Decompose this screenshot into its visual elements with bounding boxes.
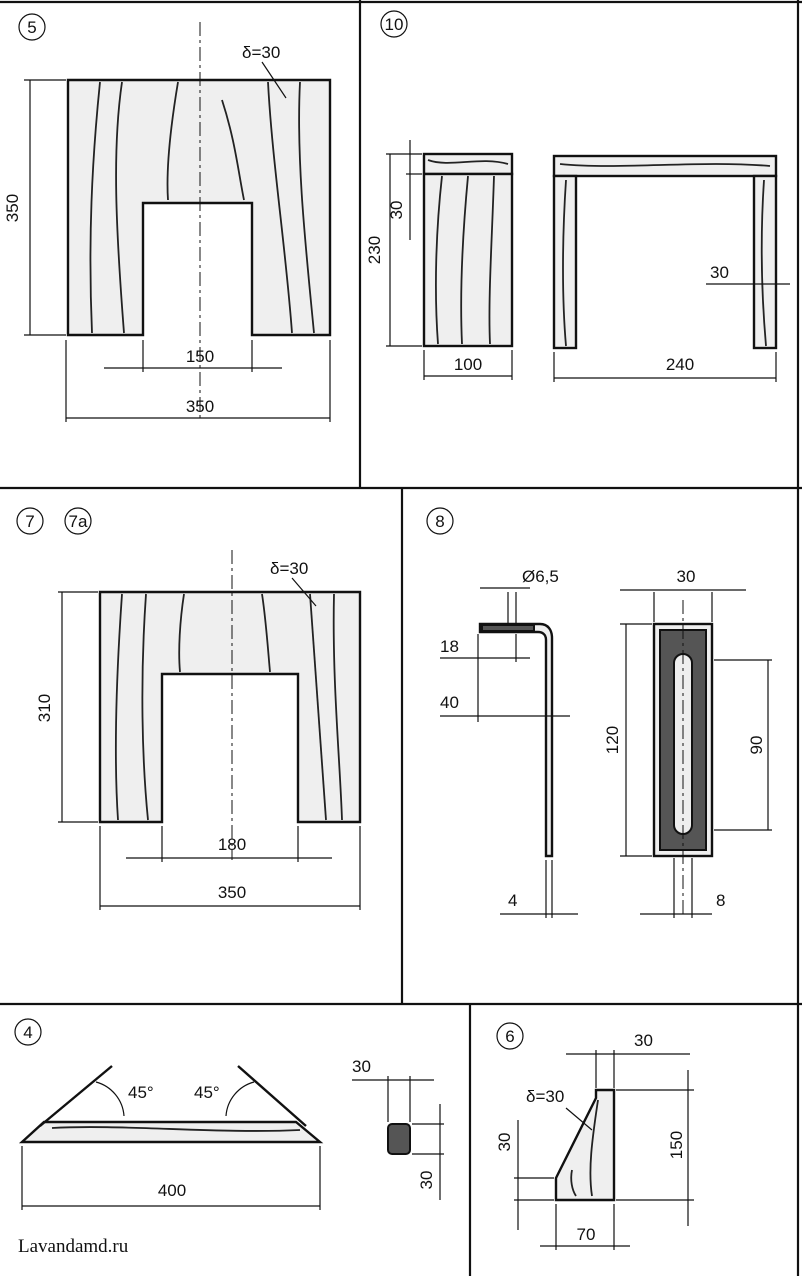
bend-label: 40 <box>440 693 459 712</box>
panel-number-circle <box>496 1022 524 1050</box>
width-label: 350 <box>186 397 214 416</box>
wood-grain <box>115 593 343 821</box>
panel-number-circle <box>380 10 408 38</box>
site-watermark: Lavandamd.ru <box>18 1236 129 1257</box>
thickness-label: δ=30 <box>242 43 280 62</box>
front-top-board <box>552 154 778 178</box>
height-label: 230 <box>365 236 384 264</box>
panel-10: 10 230 30 100 30 240 <box>365 10 790 382</box>
panel-number-circle <box>18 13 46 41</box>
mitered-strip <box>18 1120 324 1144</box>
front-right-leg <box>752 174 778 350</box>
leg-thickness-label: 30 <box>710 263 729 282</box>
depth-label: 100 <box>454 355 482 374</box>
right-angle-label: 45° <box>194 1083 220 1102</box>
section-height-label: 30 <box>417 1171 436 1190</box>
height-label: 310 <box>35 694 54 722</box>
bent-strip <box>478 622 554 858</box>
hole-label: Ø6,5 <box>522 567 559 586</box>
height-label: 350 <box>3 194 22 222</box>
notch-width-label: 150 <box>186 347 214 366</box>
thickness-label: δ=30 <box>526 1087 564 1106</box>
panel-number-circle <box>16 507 44 535</box>
foot-height-label: 30 <box>495 1133 514 1152</box>
u-shaped-board <box>66 78 332 337</box>
panel-6: 6 δ=30 30 150 30 70 <box>495 1022 694 1250</box>
panel-number: 7 <box>25 512 34 531</box>
plate-height-label: 120 <box>603 726 622 754</box>
strip-top <box>481 624 535 632</box>
panel-number: 10 <box>385 15 404 34</box>
slot-length-label: 90 <box>747 736 766 755</box>
length-label: 240 <box>666 355 694 374</box>
tapered-block <box>554 1088 616 1202</box>
top-width-label: 30 <box>634 1031 653 1050</box>
notch-width-label: 180 <box>218 835 246 854</box>
wood-grain <box>89 81 315 334</box>
panel-number: 6 <box>505 1027 514 1046</box>
panel-8: 8 Ø6,5 18 40 4 30 120 <box>426 507 772 918</box>
base-width-label: 70 <box>577 1225 596 1244</box>
u-shaped-board <box>98 590 362 824</box>
panel-5: 5 δ=30 350 150 350 <box>3 13 332 422</box>
section-width-label: 30 <box>352 1057 371 1076</box>
top-thickness-label: 30 <box>387 201 406 220</box>
wire-label: 4 <box>508 891 517 910</box>
panel-number-circle <box>426 507 454 535</box>
top-length-label: 18 <box>440 637 459 656</box>
panel-number-circle <box>14 1018 42 1046</box>
plate-width-label: 30 <box>677 567 696 586</box>
panel-number: 4 <box>23 1023 32 1042</box>
panel-number: 8 <box>435 512 444 531</box>
cross-section <box>387 1123 411 1155</box>
thickness-label: δ=30 <box>270 559 308 578</box>
panel-number: 5 <box>27 18 36 37</box>
side-top-board <box>422 152 514 176</box>
height-label: 150 <box>667 1131 686 1159</box>
plate-thickness-label: 8 <box>716 891 725 910</box>
left-angle-label: 45° <box>128 1083 154 1102</box>
panel-4: 4 45° 45° 400 30 30 <box>14 1018 444 1210</box>
panel-number-alt-circle <box>64 507 92 535</box>
panel-7: 7 7a δ=30 310 180 350 <box>16 507 362 910</box>
panel-number-alt: 7a <box>69 512 88 531</box>
front-left-leg <box>552 174 578 350</box>
width-label: 350 <box>218 883 246 902</box>
length-label: 400 <box>158 1181 186 1200</box>
